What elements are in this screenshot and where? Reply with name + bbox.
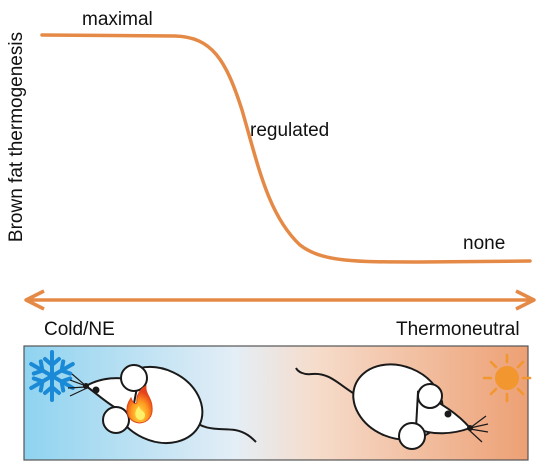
curve-label-regulated: regulated xyxy=(250,120,330,141)
flame-icon xyxy=(126,385,153,424)
temperature-panel xyxy=(23,345,529,461)
warm-mouse-icon xyxy=(295,363,489,450)
temperature-scale-arrow xyxy=(24,289,536,311)
curve-label-none: none xyxy=(463,233,506,254)
curve-label-maximal: maximal xyxy=(82,9,153,30)
scale-label-cold: Cold/NE xyxy=(44,319,115,340)
cold-mouse-icon xyxy=(67,364,257,444)
y-axis-label: Brown fat thermogenesis xyxy=(6,31,27,243)
thermogenesis-curve xyxy=(40,33,532,264)
snowflake-icon xyxy=(29,350,75,402)
sun-icon xyxy=(482,353,532,403)
scale-label-thermoneutral: Thermoneutral xyxy=(396,319,520,340)
